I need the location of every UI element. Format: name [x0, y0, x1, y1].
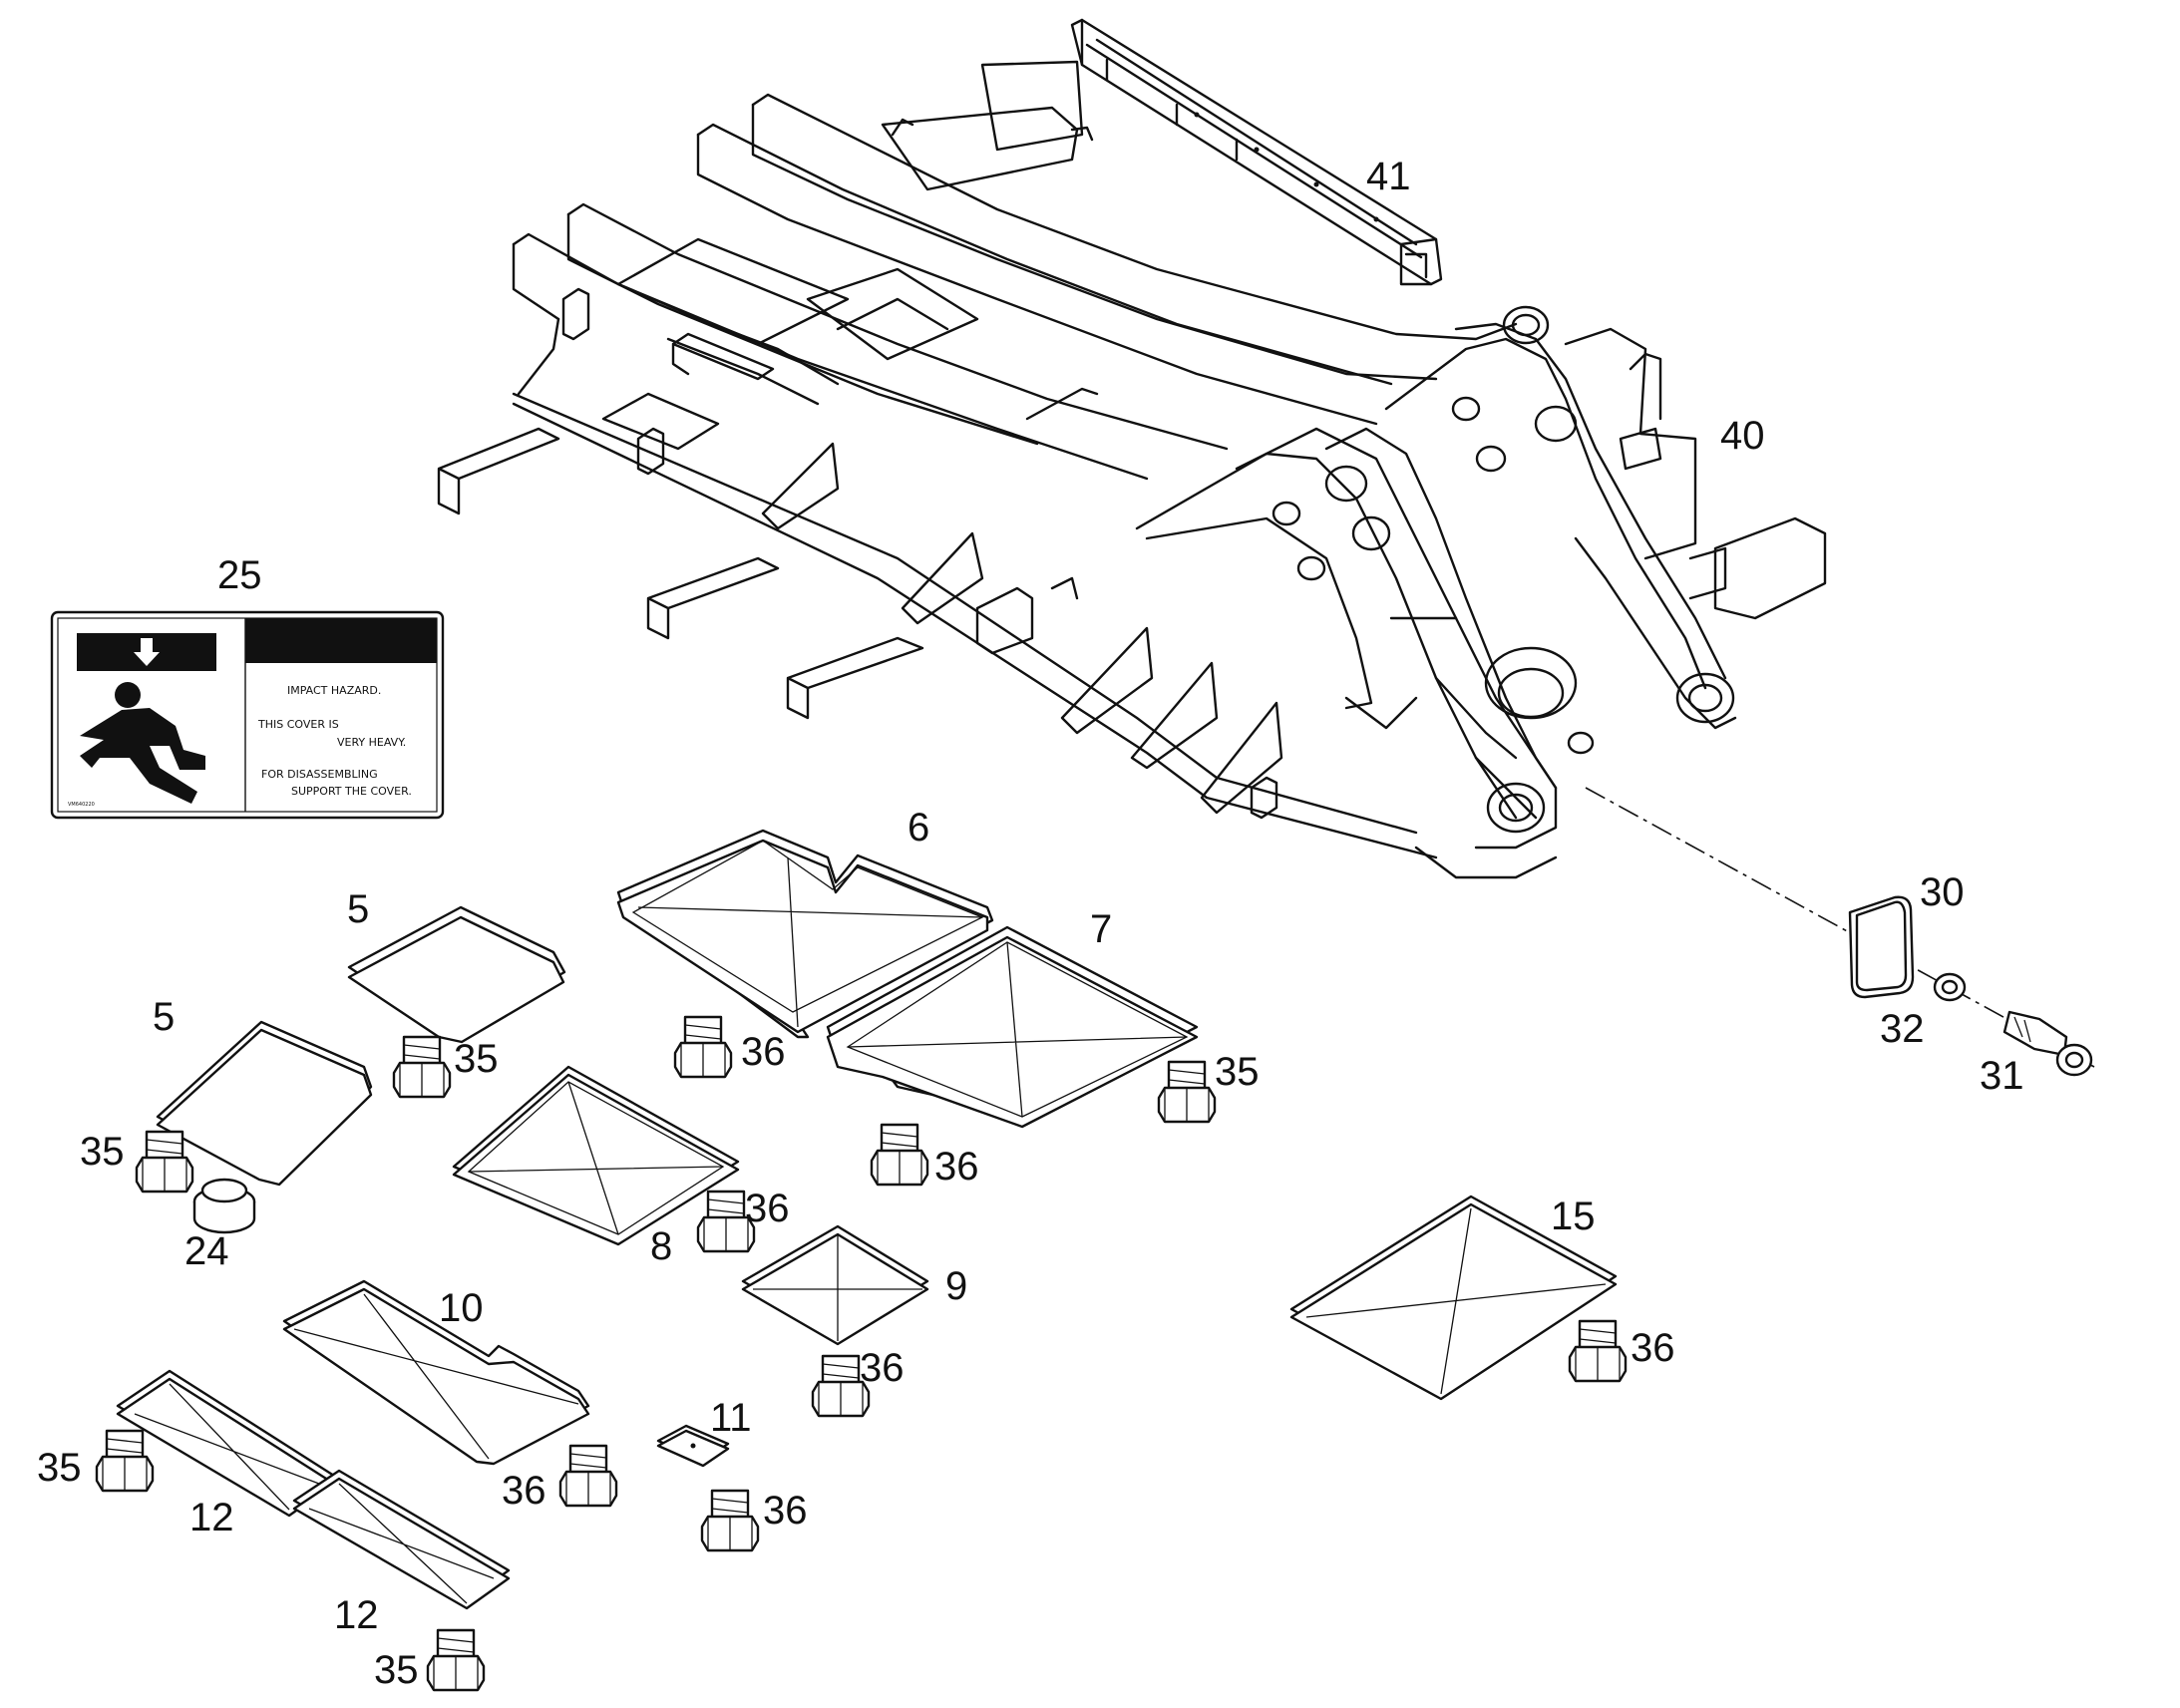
cover-11 — [656, 1424, 730, 1468]
callout-24: 24 — [184, 1229, 229, 1273]
callout-36-f: 36 — [763, 1489, 808, 1533]
cover-15 — [1289, 1195, 1618, 1401]
callout-36-g: 36 — [1631, 1326, 1675, 1370]
callout-12a: 12 — [189, 1496, 234, 1539]
cover-12a — [116, 1369, 336, 1518]
callout-5a: 5 — [347, 887, 369, 931]
bolt-35-a — [135, 1130, 194, 1194]
main-frame — [437, 60, 2095, 1068]
callout-35-b: 35 — [454, 1037, 499, 1081]
callout-25: 25 — [217, 553, 262, 597]
callout-5b: 5 — [153, 995, 175, 1039]
decal-line1: IMPACT HAZARD. — [287, 684, 381, 697]
cap-30 — [1848, 895, 1915, 999]
bolt-35-d — [95, 1429, 155, 1493]
callout-31: 31 — [1980, 1054, 2024, 1098]
callout-36-e: 36 — [502, 1469, 546, 1513]
callout-12b: 12 — [334, 1593, 379, 1637]
callout-32: 32 — [1880, 1007, 1925, 1051]
callout-30: 30 — [1920, 870, 1965, 914]
bolt-31 — [2002, 1010, 2093, 1077]
cover-8 — [452, 1065, 740, 1246]
callout-35-d: 35 — [37, 1446, 82, 1490]
bolt-36-e — [558, 1444, 618, 1508]
callout-7: 7 — [1090, 907, 1112, 951]
decal-line3b: SUPPORT THE COVER. — [291, 785, 412, 798]
cover-10 — [282, 1279, 590, 1466]
callout-36-c: 36 — [745, 1187, 790, 1230]
cover-5b — [156, 1020, 373, 1187]
callout-35-e: 35 — [374, 1648, 419, 1692]
bolt-36-b — [870, 1123, 929, 1187]
decal-line3a: FOR DISASSEMBLING — [261, 768, 378, 781]
callout-36-d: 36 — [860, 1346, 905, 1390]
callout-15: 15 — [1551, 1195, 1596, 1238]
bolt-35-e — [426, 1628, 486, 1692]
bolt-36-g — [1568, 1319, 1628, 1383]
callout-11: 11 — [710, 1396, 752, 1440]
decal-line2b: VERY HEAVY. — [337, 736, 406, 749]
cover-7 — [826, 925, 1199, 1129]
callout-35-a: 35 — [80, 1130, 125, 1174]
washer-32 — [1933, 972, 1967, 1002]
callout-9: 9 — [945, 1264, 967, 1308]
cover-6 — [616, 829, 994, 1039]
callout-10: 10 — [439, 1286, 484, 1330]
callout-36-b: 36 — [934, 1145, 979, 1189]
callout-labels: 41 40 25 6 7 5 5 30 32 31 35 36 35 35 36… — [37, 155, 2024, 1692]
rail-part — [1070, 18, 1443, 286]
warning-decal: IMPACT HAZARD. THIS COVER IS VERY HEAVY.… — [50, 610, 445, 820]
bolt-36-f — [700, 1489, 760, 1552]
callout-36-a: 36 — [741, 1030, 786, 1074]
cover-12b — [292, 1469, 511, 1610]
cover-9 — [741, 1224, 929, 1346]
plug-24 — [192, 1178, 256, 1234]
callout-8: 8 — [650, 1224, 672, 1268]
callout-6: 6 — [908, 806, 929, 850]
decal-code: VM640220 — [68, 802, 95, 808]
falling-person-icon — [80, 682, 205, 804]
down-arrow-icon-glyph — [134, 638, 160, 666]
callout-40: 40 — [1720, 414, 1765, 458]
callout-35-c: 35 — [1215, 1050, 1260, 1094]
bolt-36-a — [673, 1015, 733, 1079]
callout-41: 41 — [1366, 155, 1411, 198]
decal-line2a: THIS COVER IS — [257, 718, 339, 731]
cover-5a — [347, 905, 566, 1044]
bolt-35-b — [392, 1035, 452, 1099]
bolt-35-c — [1157, 1060, 1217, 1124]
